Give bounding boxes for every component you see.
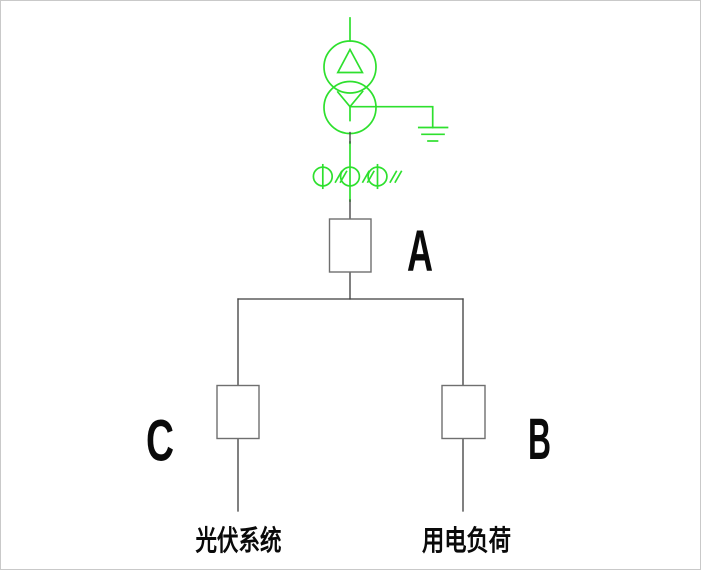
- breaker-c-box: [216, 384, 260, 440]
- delta-winding-icon: [336, 47, 364, 74]
- metering-ct-group: [312, 163, 403, 190]
- breaker-b-box: [441, 384, 486, 440]
- tap-marks-middle: [361, 170, 375, 184]
- label-load: 用电负荷: [422, 525, 511, 556]
- ct-circle-middle: [339, 166, 361, 187]
- tap-marks-right: [389, 170, 403, 184]
- label-node-b: B: [528, 407, 551, 472]
- transformer-primary-winding: [323, 40, 377, 94]
- breaker-boxes-group: [216, 218, 486, 440]
- label-pv-system: 光伏系统: [195, 524, 282, 556]
- label-node-a: A: [407, 219, 433, 284]
- tap-marks-left: [334, 170, 348, 184]
- transformer-delta-wye-icon: [323, 40, 377, 135]
- ground-symbol-icon: [349, 105, 449, 142]
- labels-group: A C B 光伏系统 用电负荷: [146, 219, 551, 556]
- lv-wiring-group: [237, 131, 464, 512]
- hv-equipment-group: [312, 17, 449, 202]
- breaker-a-box: [328, 218, 372, 273]
- label-node-c: C: [146, 409, 174, 474]
- neutral-ground-conductor: [349, 105, 434, 129]
